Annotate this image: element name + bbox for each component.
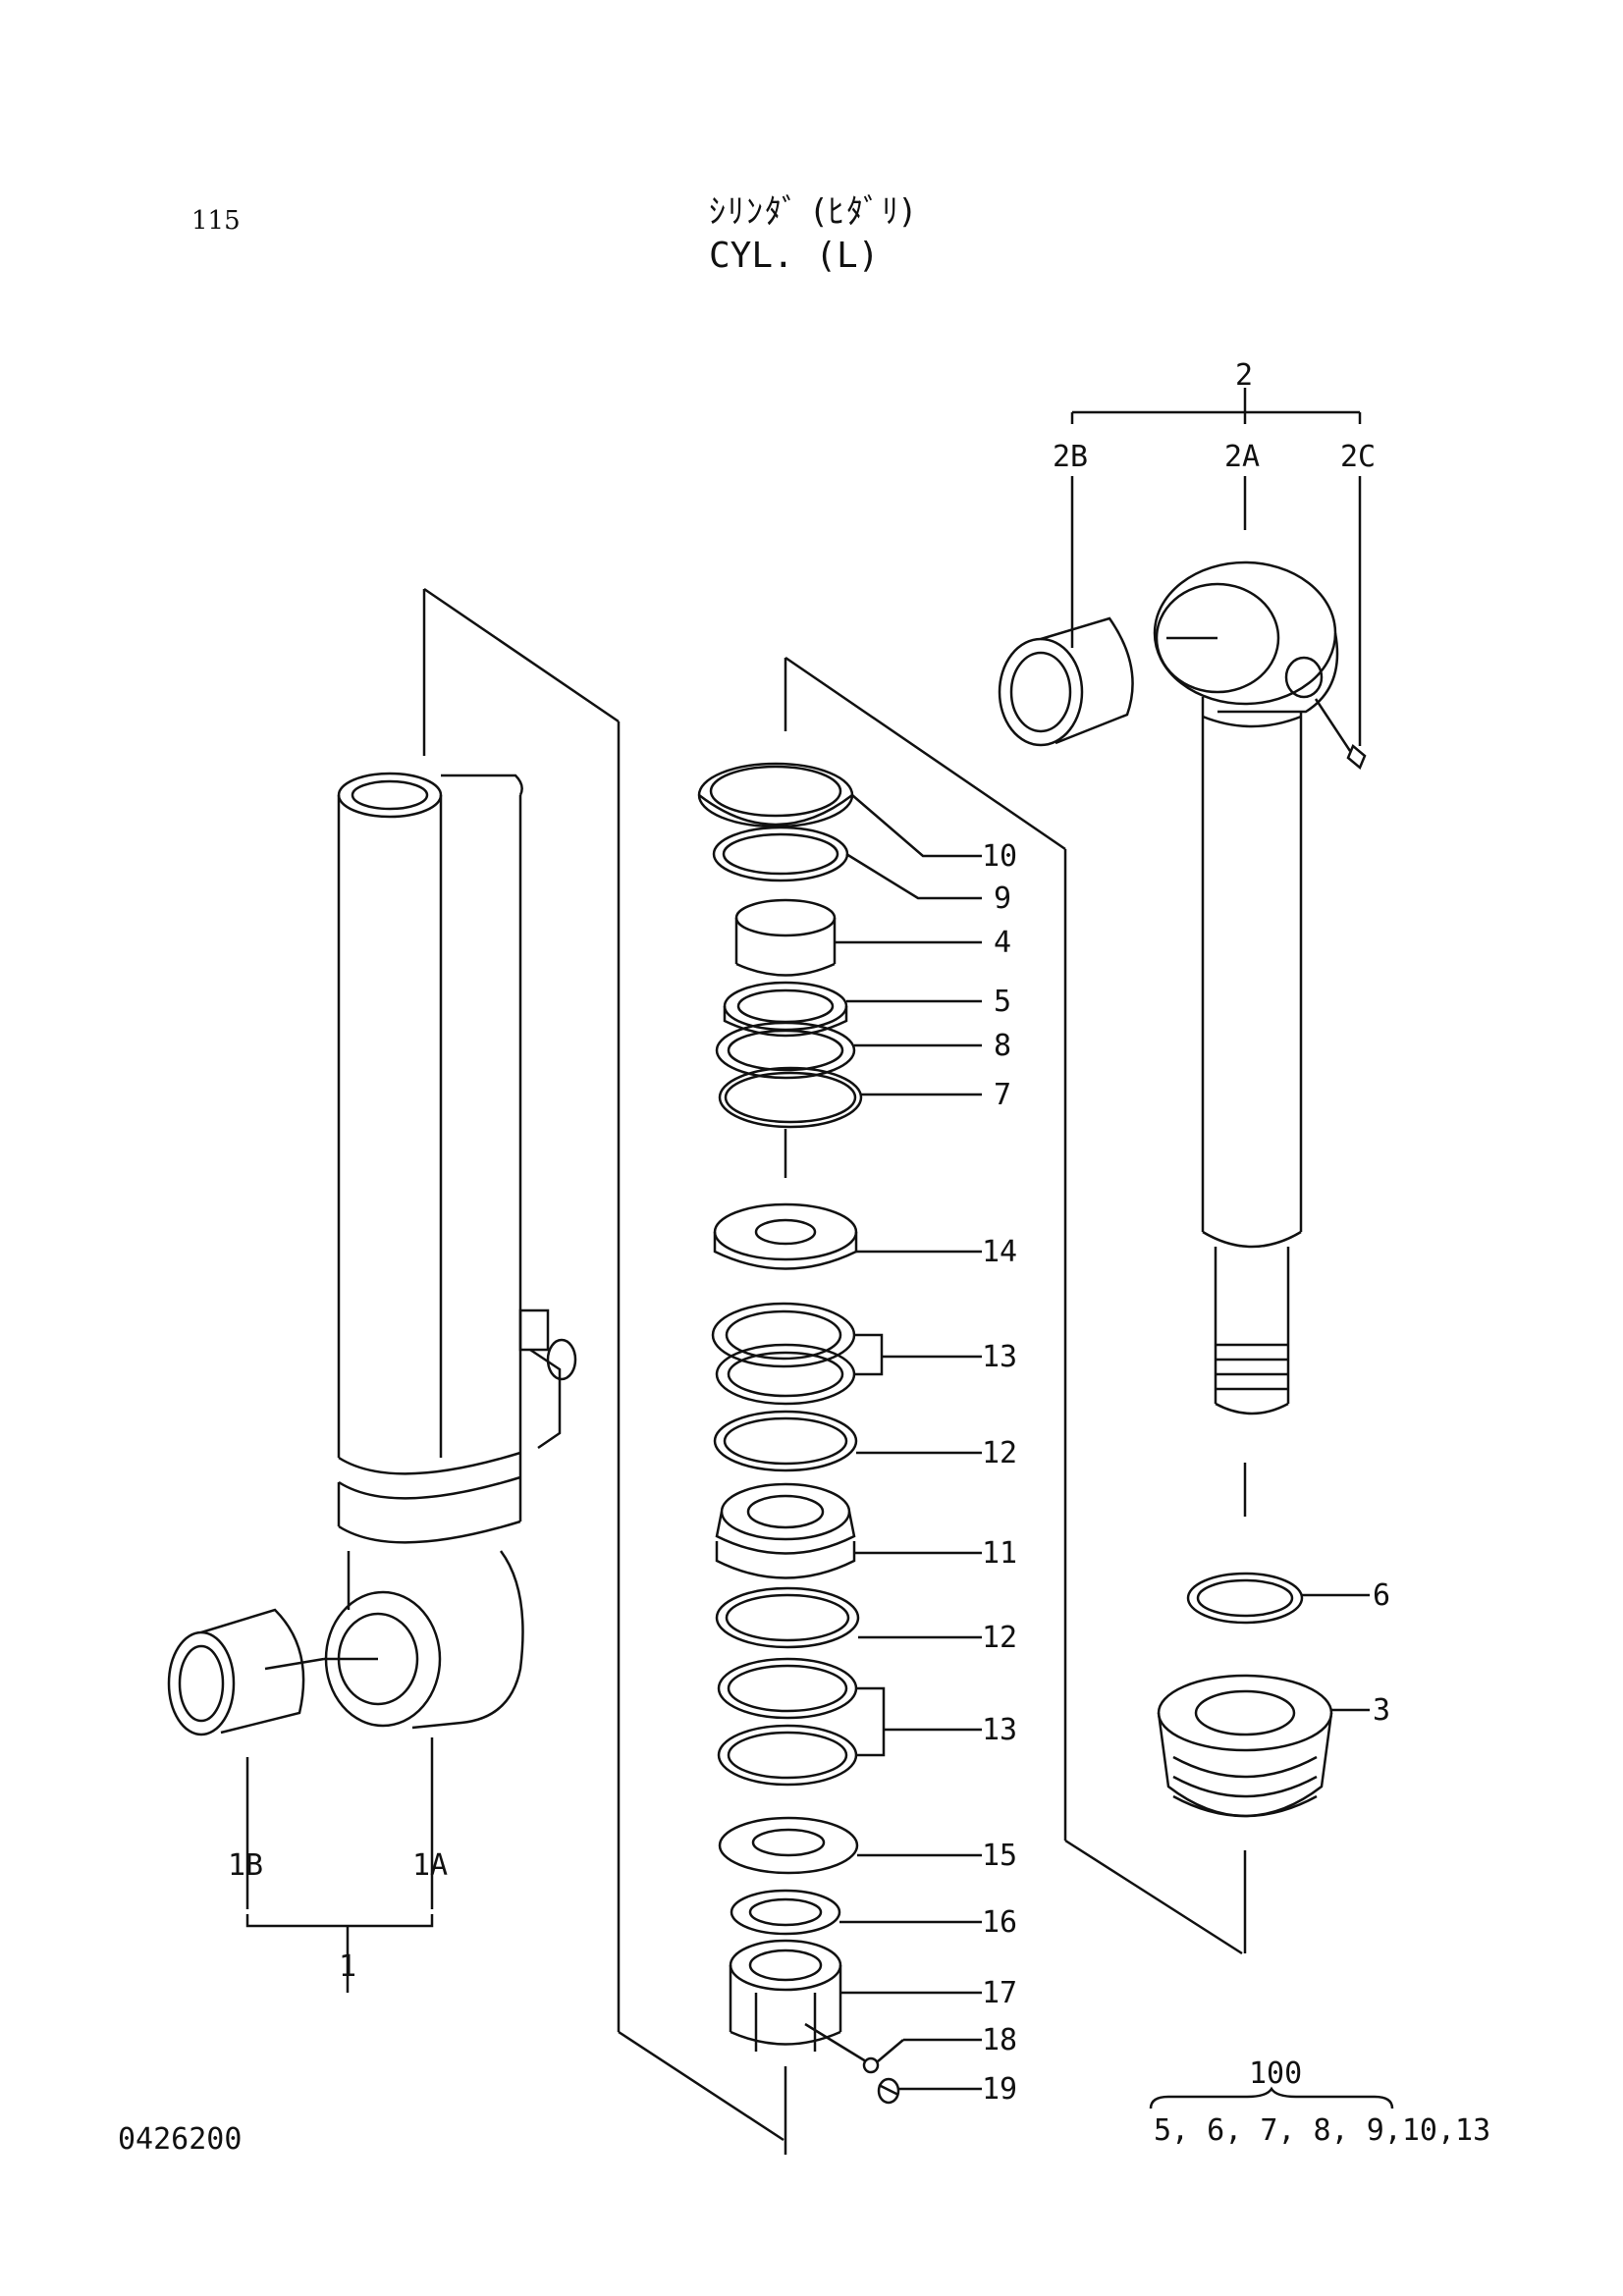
part-3-rod-cover (1157, 1674, 1370, 1953)
title-english: CYL. (L) (709, 236, 880, 276)
center-assembly-frame (784, 656, 1243, 2155)
callout-8: 8 (994, 1029, 1011, 1063)
part-14-cushion-ring (713, 1202, 858, 1270)
callout-6: 6 (1373, 1578, 1390, 1613)
callout-17: 17 (982, 1976, 1017, 2010)
callout-7: 7 (994, 1078, 1011, 1112)
part-13-seal-set-upper (711, 1302, 856, 1406)
callout-12-lower: 12 (982, 1621, 1017, 1655)
callout-2b: 2B (1053, 440, 1088, 474)
callout-18: 18 (982, 2023, 1017, 2057)
callout-19: 19 (982, 2072, 1017, 2107)
part-18-steel-ball (804, 2022, 880, 2074)
title-japanese: ｼﾘﾝﾀﾞ (ﾋﾀﾞﾘ) (709, 192, 916, 232)
part-13-seal-set-lower (717, 1657, 858, 1787)
callout-11: 11 (982, 1536, 1017, 1571)
callout-10: 10 (982, 839, 1017, 874)
callout-1b: 1B (228, 1848, 263, 1883)
callout-13-upper: 13 (982, 1340, 1017, 1374)
bushing-part-1b (167, 1608, 325, 1736)
part-10-dust-seal (697, 762, 854, 828)
callout-2: 2 (1235, 358, 1253, 393)
part-17-nut (729, 1939, 842, 2052)
callout-4: 4 (994, 926, 1011, 960)
callout-leaders-part-2 (1070, 388, 1362, 746)
part-19-set-screw (877, 2077, 900, 2105)
callout-9: 9 (994, 881, 1011, 916)
kit-number: 100 (1249, 2056, 1302, 2091)
callout-15: 15 (982, 1839, 1017, 1873)
part-7-o-ring (718, 1066, 863, 1129)
callout-5: 5 (994, 985, 1011, 1019)
grease-nipple-part-2c (1314, 698, 1367, 771)
part-12-ring-upper (713, 1410, 858, 1472)
part-9-ring (712, 826, 849, 882)
callout-2a: 2A (1224, 440, 1260, 474)
kit-contents: 5, 6, 7, 8, 9,10,13 (1154, 2113, 1490, 2148)
drawing-number: 0426200 (118, 2122, 243, 2157)
callout-14: 14 (982, 1235, 1017, 1269)
piston-rod-part-2a (1153, 561, 1339, 1517)
callout-leaders-center (835, 794, 982, 2091)
callout-13-lower: 13 (982, 1713, 1017, 1747)
part-6-ring (1186, 1572, 1370, 1625)
callout-1: 1 (339, 1949, 356, 1984)
part-4-bushing (734, 898, 837, 977)
kit-brace (1149, 2086, 1394, 2109)
callout-leaders-part-1 (245, 1737, 434, 1993)
part-15-plate (718, 1816, 859, 1875)
callout-12-upper: 12 (982, 1436, 1017, 1470)
part-16-washer (730, 1889, 841, 1936)
part-12-ring-lower (715, 1586, 860, 1649)
cylinder-tube-part-1a (324, 587, 784, 2142)
callout-1a: 1A (412, 1848, 448, 1883)
bushing-part-2b (998, 616, 1134, 747)
part-11-piston (715, 1482, 856, 1579)
callout-2c: 2C (1340, 440, 1376, 474)
callout-3: 3 (1373, 1693, 1390, 1728)
callout-16: 16 (982, 1905, 1017, 1940)
part-8-ring (715, 1021, 856, 1080)
page-number: 115 (191, 206, 241, 236)
